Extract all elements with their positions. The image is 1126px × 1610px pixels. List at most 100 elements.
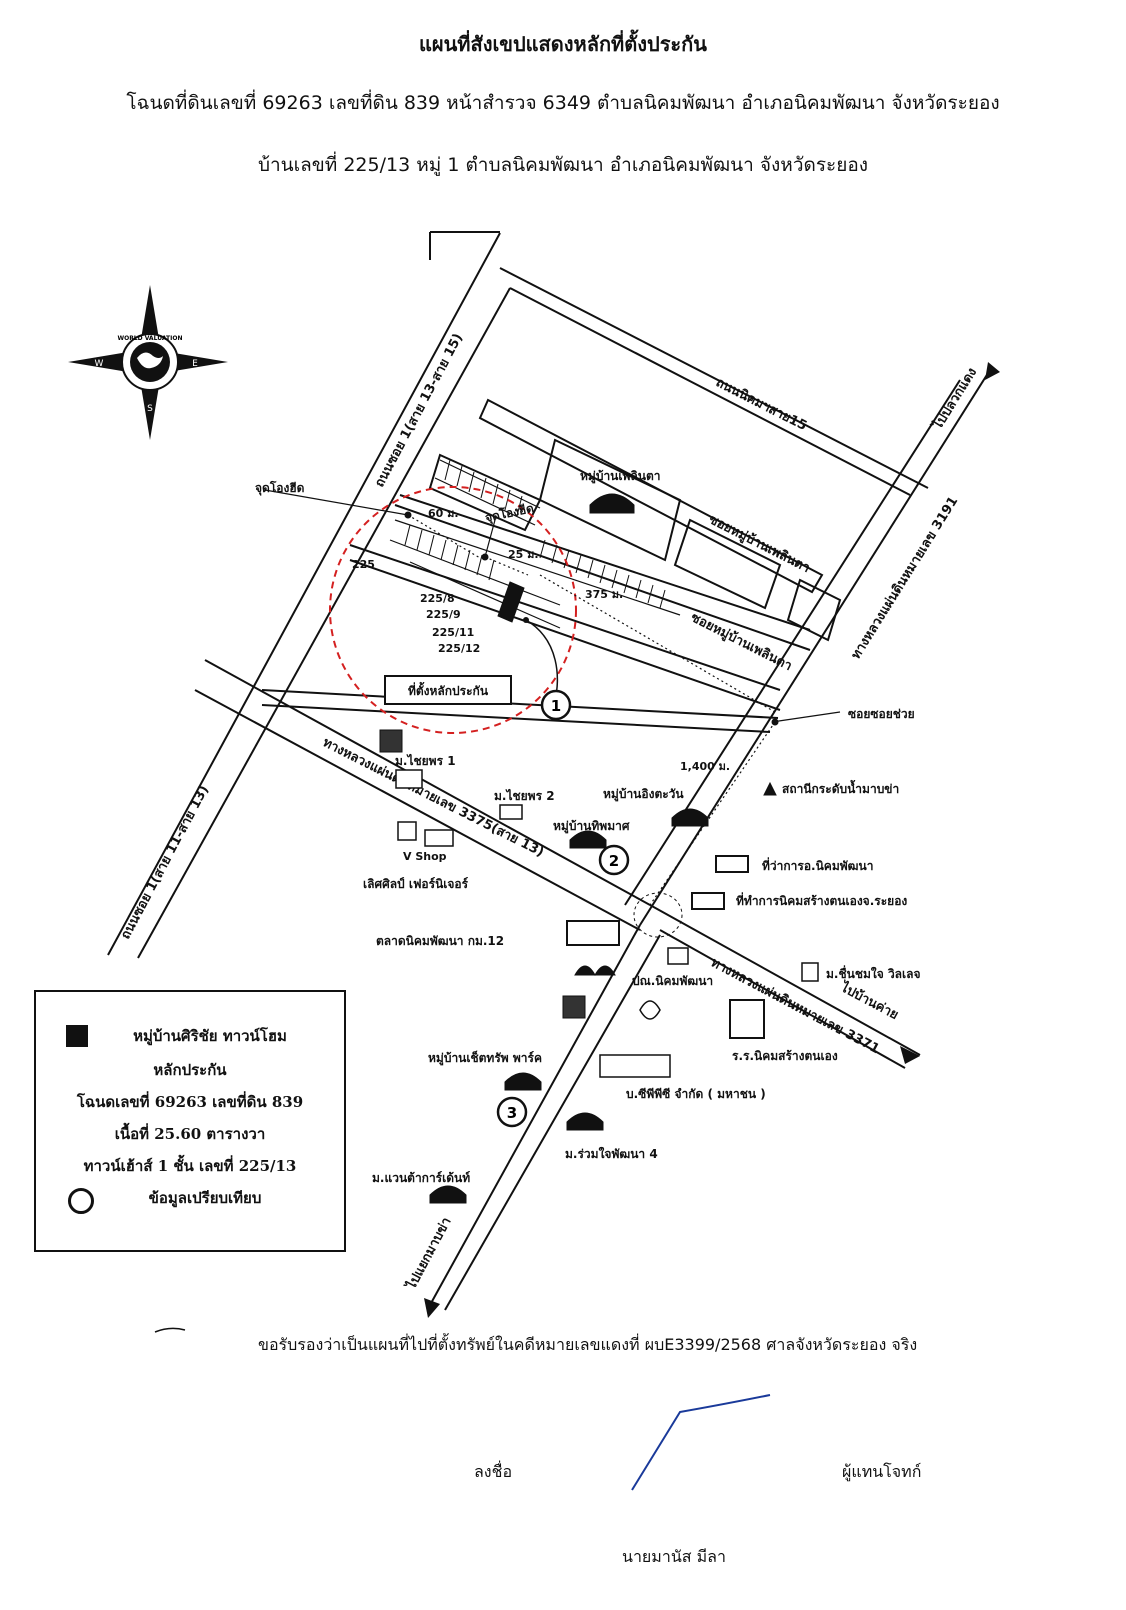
compass-east: E <box>192 359 198 369</box>
label-post-office: ปณ.นิคมพัฒนา <box>632 974 713 988</box>
map-title: แผนที่สังเขปแสดงหลักที่ตั้งประกัน <box>419 32 707 56</box>
soi-moo-ban-edge <box>349 544 781 691</box>
intersection-circle <box>633 892 683 938</box>
village-icon <box>569 830 607 849</box>
comparable-1-number: 1 <box>551 697 561 715</box>
legend-deed: โฉนดเลขที่ 69263 เลขที่ดิน 839 <box>76 1093 304 1111</box>
deed-info-line: โฉนดที่ดินเลขที่ 69263 เลขที่ดิน 839 หน้… <box>126 92 1000 114</box>
compass-west: W <box>95 359 104 369</box>
comparable-3-number: 3 <box>507 1104 517 1122</box>
label-m-ingtawan: หมู่บ้านอิงตะวัน <box>603 787 684 802</box>
village-icon <box>671 808 709 827</box>
legend-comparable-swatch <box>68 1188 94 1214</box>
soi-moo-ban-edge <box>349 559 781 711</box>
block <box>786 578 842 642</box>
lot-225-9: 225/9 <box>426 608 461 621</box>
road-south-edge <box>429 924 641 1306</box>
label-district-office: ที่ว่าการอ.นิคมพัฒนา <box>762 857 873 873</box>
soi1-road-right-edge <box>137 287 511 959</box>
distance-60m: 60 ม. <box>428 507 459 520</box>
label-m-chuenchomjai: ม.ชื่นชมใจ วิลเลจ <box>826 965 921 981</box>
hwy-3371-edge <box>649 904 921 1056</box>
hwy-3375-edge <box>204 659 651 906</box>
soi-chuay-edge <box>261 689 779 719</box>
nikom-soi15-road-edge <box>499 267 929 489</box>
comparable-2-number: 2 <box>609 852 619 870</box>
distance-60m-line <box>407 514 481 559</box>
arrow-to-ban-khai <box>900 1046 920 1064</box>
distance-1400m-line <box>649 721 776 906</box>
government-office-icon <box>715 855 749 873</box>
hatch-row <box>389 539 561 606</box>
label-m-setsap: หมู่บ้านเช็ตทรัพ พาร์ค <box>428 1050 542 1066</box>
certification-text: ขอรับรองว่าเป็นแผนที่ไปที่ตั้งทรัพย์ในคด… <box>258 1335 918 1354</box>
leader-line <box>484 519 496 558</box>
hatch-row <box>409 561 561 629</box>
comparable-3: 3 <box>496 1096 528 1128</box>
lot-225-8: 225/8 <box>420 592 455 605</box>
label-m-ruamjai: ม.ร่วมใจพัฒนา 4 <box>565 1146 658 1161</box>
building-icon <box>801 962 819 982</box>
label-school: ร.ร.นิคมสร้างตนเอง <box>732 1049 838 1063</box>
factory-icon <box>599 1054 671 1078</box>
label-soi1-bottom: ถนนซอย 1(สาย 11-สาย 13) <box>118 783 212 942</box>
comparable-1: 1 <box>540 689 572 721</box>
temple-icon <box>639 1000 661 1020</box>
leader-line <box>264 489 409 516</box>
hatch-row <box>439 459 541 509</box>
address-line: บ้านเลขที่ 225/13 หมู่ 1 ตำบลนิคมพัฒนา อ… <box>257 154 869 176</box>
block <box>673 518 782 610</box>
hwy-3375-edge <box>194 689 641 931</box>
hwy-3191-edge <box>639 369 991 926</box>
signer-role: ผู้แทนโจทก์ <box>842 1462 922 1481</box>
distance-375m: 375 ม. <box>585 588 623 601</box>
building-icon <box>499 804 523 820</box>
store-logo-icon <box>379 729 403 753</box>
distance-1400m: 1,400 ม. <box>680 760 730 773</box>
village-icon <box>429 1185 467 1204</box>
post-office-icon <box>667 947 689 965</box>
arrow-to-pluak-daeng <box>985 362 1000 380</box>
subject-label: ที่ตั้งหลักประกัน <box>408 681 489 698</box>
market-icon <box>566 920 620 946</box>
compass-logo-text: WORLD VALUATION <box>117 335 182 342</box>
comparable-2: 2 <box>598 844 630 876</box>
label-soi-chuay: ซอยซอยช่วย <box>848 707 915 721</box>
sign-label: ลงชื่อ <box>474 1462 513 1481</box>
label-water-station: สถานีกระดับน้ำมาบข่า <box>782 779 899 796</box>
distance-25m: 25 ม. <box>508 548 539 561</box>
label-m-wantakan: ม.แวนต้าการ์เด้นท์ <box>372 1171 470 1185</box>
legend-area: เนื้อที่ 25.60 ตารางวา <box>114 1125 266 1143</box>
label-m-ploenta: หมู่บ้านเพลินตา <box>580 469 660 484</box>
leader-line <box>771 711 841 723</box>
legend-comparable: ข้อมูลเปรียบเทียบ <box>148 1189 262 1207</box>
signer-name: นายมานัส มีลา <box>622 1547 726 1566</box>
legend-subject-swatch <box>66 1025 88 1047</box>
arrow-to-yaek-map-kha <box>424 1298 440 1318</box>
road-south-edge <box>444 934 661 1311</box>
label-to-ban-khai: ไปบ้านค่าย <box>836 978 901 1023</box>
label-nikom-soi15: ถนนนิคมฯสาย15 <box>713 375 809 434</box>
stray-mark <box>154 1327 186 1333</box>
block-strip <box>478 398 824 594</box>
ref-point-1-label: จุดโองฮีด <box>255 480 305 496</box>
subject-parcel <box>497 581 525 623</box>
bank-icon <box>574 965 616 977</box>
seven-eleven-icon <box>397 821 417 841</box>
legend-item1b: หลักประกัน <box>153 1061 227 1079</box>
block-ploenta <box>538 438 682 562</box>
label-soi-moo-ban-1: ซอยหมู่บ้านเพลินตา <box>706 511 813 576</box>
label-m-chaiyaporn1: ม.ไชยพร 1 <box>395 753 456 768</box>
government-office-icon <box>691 892 725 910</box>
hatch-group <box>404 459 666 609</box>
hwy-3371-edge <box>659 929 906 1069</box>
label-hwy-3191: ทางหลวงแผ่นดินหมายเลข 3191 <box>849 494 962 662</box>
nikom-soi15-road-edge <box>509 287 911 496</box>
label-m-thipmas: หมู่บ้านทิพมาศ <box>553 819 630 834</box>
shop-icon <box>424 829 454 847</box>
pointer-line <box>525 619 559 701</box>
subject-highlight-circle <box>329 486 577 734</box>
map-legend: หมู่บ้านศิริชัย ทาวน์โฮม หลักประกัน โฉนด… <box>34 990 346 1252</box>
compass-south: S <box>147 404 153 414</box>
soi-moo-ban-edge <box>394 504 811 651</box>
